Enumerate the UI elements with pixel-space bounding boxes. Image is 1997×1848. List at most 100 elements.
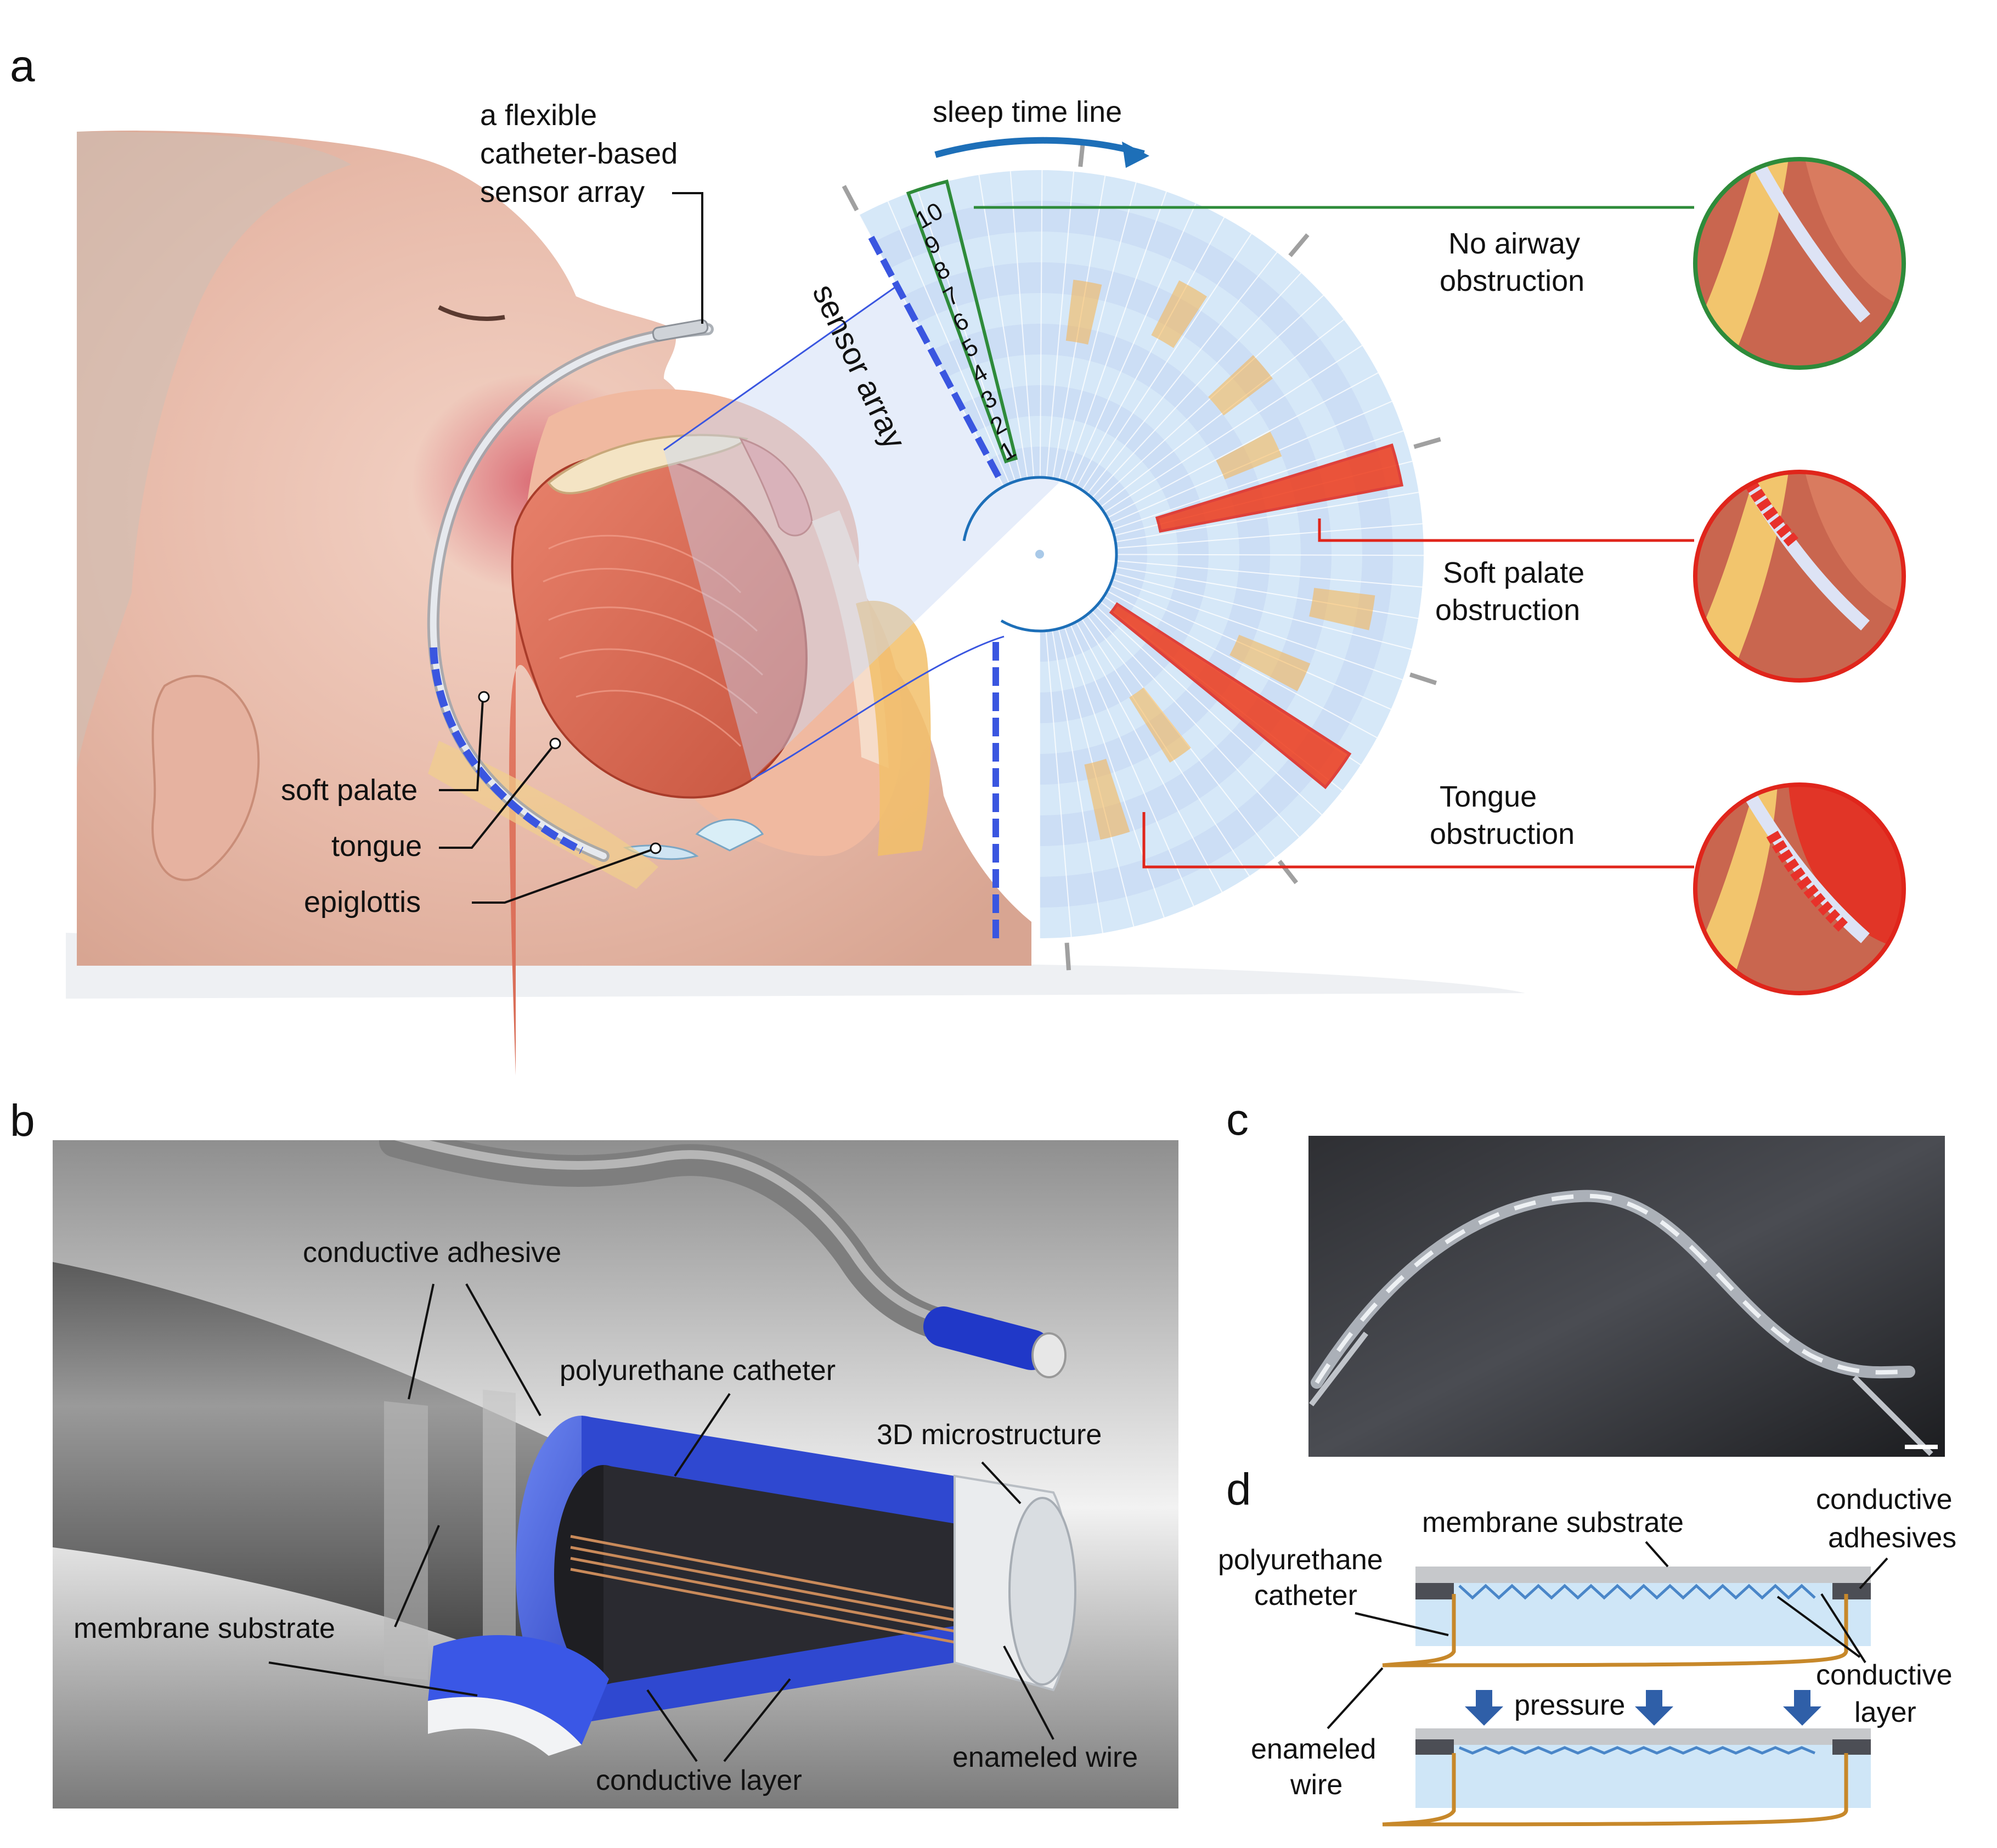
d-adhesive-left-top	[1415, 1583, 1454, 1599]
fan-spoke	[1052, 629, 1103, 933]
catheter-nose-tip	[652, 319, 709, 342]
label-conductive-layer-d-2: layer	[1854, 1697, 1916, 1728]
connector-soft-palate	[1318, 519, 1694, 542]
label-polyurethane-d-2: catheter	[1254, 1580, 1357, 1612]
panel-c: c	[1226, 1095, 1945, 1457]
closed-eye	[438, 305, 505, 321]
fan-spoke	[1107, 590, 1378, 739]
hot-wedge-tongue	[1109, 602, 1352, 790]
label-sleep-time-line: sleep time line	[933, 95, 1122, 128]
label-microstructure: 3D microstructure	[877, 1419, 1102, 1451]
fan-warm-patch	[1229, 634, 1311, 691]
label-soft-palate-obs-2: obstruction	[1435, 594, 1580, 627]
label-no-airway: No airway	[1448, 227, 1580, 260]
leader-catheter	[672, 192, 703, 324]
hair	[77, 132, 351, 768]
leader-layer-b-1	[646, 1689, 698, 1762]
label-conductive-layer-b: conductive layer	[596, 1765, 802, 1796]
membrane-substrate-sheet	[428, 1697, 582, 1756]
label-conductive-adhesives-1: conductive	[1816, 1484, 1953, 1515]
fan-spoke	[1115, 492, 1419, 543]
adhesive-band-2	[483, 1389, 516, 1678]
fan-spoke	[1081, 233, 1252, 491]
leader-polyurethane-d	[1355, 1612, 1449, 1636]
fan-spoke	[1086, 252, 1278, 494]
panel-b: b	[10, 1096, 1178, 1808]
dot-tongue	[549, 737, 561, 750]
label-conductive-layer-d-1: conductive	[1816, 1659, 1953, 1691]
connector-tongue	[1142, 812, 1694, 869]
leader-enameled-d	[1327, 1667, 1384, 1729]
label-enameled-d-2: wire	[1290, 1769, 1342, 1801]
fan-spoke	[1039, 170, 1043, 478]
fan-spoke	[1114, 572, 1412, 650]
d-wire-right-bottom	[1382, 1753, 1848, 1827]
leader-membrane-b-2	[268, 1661, 478, 1697]
photo-tweezers-left	[1309, 1331, 1368, 1407]
fan-spoke	[1064, 191, 1167, 482]
fan-spoke	[1116, 523, 1423, 549]
fan-spoke	[1112, 430, 1404, 530]
inner-time-ring	[962, 476, 1118, 633]
label-soft-palate-obs: Soft palate	[1443, 556, 1584, 589]
conductive-layer-sheet	[428, 1635, 609, 1745]
scale-bar	[1905, 1445, 1938, 1449]
microstructure-end	[1008, 1497, 1076, 1686]
fan-spoke	[1091, 272, 1302, 499]
label-catheter-line1: a flexible	[480, 99, 597, 132]
label-conductive-adhesive: conductive adhesive	[303, 1237, 561, 1269]
label-polyurethane-catheter: polyurethane catheter	[560, 1355, 836, 1387]
panel-letter-c: c	[1226, 1095, 1249, 1145]
fan-spoke	[1075, 621, 1223, 893]
larynx	[695, 819, 764, 852]
leader-soft-palate	[439, 699, 484, 791]
photo-tweezers-right	[1852, 1375, 1933, 1456]
fan-tick	[1277, 860, 1299, 884]
label-epiglottis: epiglottis	[304, 886, 421, 919]
label-conductive-adhesives-2: adhesives	[1828, 1522, 1956, 1554]
fan-sensor-edge	[866, 233, 1002, 478]
label-tongue-obs-2: obstruction	[1430, 818, 1575, 850]
fan-warm-patch	[1216, 431, 1282, 480]
leader-membrane-b	[394, 1525, 440, 1627]
fan-spoke	[917, 190, 1016, 482]
panel-letter-d: d	[1226, 1464, 1251, 1514]
d-adhesive-right-top	[1832, 1583, 1871, 1599]
fan-spoke	[887, 201, 1010, 484]
label-membrane-substrate-d: membrane substrate	[1422, 1507, 1684, 1539]
leader-tongue	[439, 745, 554, 849]
fan-band	[960, 385, 1209, 723]
leader-microstructure	[981, 1461, 1022, 1505]
d-membrane-bottom	[1415, 1728, 1871, 1745]
d-wire-right-top	[1382, 1594, 1848, 1667]
fan-spoke	[1070, 624, 1194, 906]
fan-tick	[1288, 233, 1310, 257]
tongue-striations	[543, 534, 764, 747]
label-no-airway-2: obstruction	[1440, 264, 1584, 297]
ear	[151, 675, 260, 881]
leader-polyurethane	[674, 1393, 731, 1477]
label-enameled-d-1: enameled	[1251, 1733, 1376, 1765]
adhesive-band-1	[384, 1401, 428, 1680]
fan-spoke	[1064, 627, 1165, 918]
label-polyurethane-d-1: polyurethane	[1218, 1544, 1383, 1576]
enameled-wires	[570, 1535, 1005, 1653]
zoom-soft-palate	[1693, 470, 1906, 683]
label-catheter-line3: sensor array	[480, 176, 645, 209]
fan-tick	[1064, 942, 1071, 971]
d-catheter-bottom	[1415, 1745, 1871, 1808]
label-tongue-obs: Tongue	[1440, 780, 1537, 813]
fan-spoke	[978, 174, 1028, 478]
fan-spoke	[1076, 217, 1225, 487]
fan-spoke	[1096, 606, 1322, 815]
hot-wedge-soft-palate	[1155, 443, 1404, 533]
d-zigzag-bottom	[1459, 1746, 1815, 1755]
dot-epiglottis	[650, 842, 662, 854]
catheter-sensor-segments	[430, 647, 584, 854]
fan-spoke	[1045, 630, 1072, 937]
lumen-inner	[603, 1465, 966, 1684]
leader-layer-b-2	[723, 1678, 791, 1762]
leader-adhesives-d	[1859, 1557, 1888, 1590]
fan-warm-patch	[1084, 758, 1130, 840]
fan-tick	[842, 185, 859, 211]
